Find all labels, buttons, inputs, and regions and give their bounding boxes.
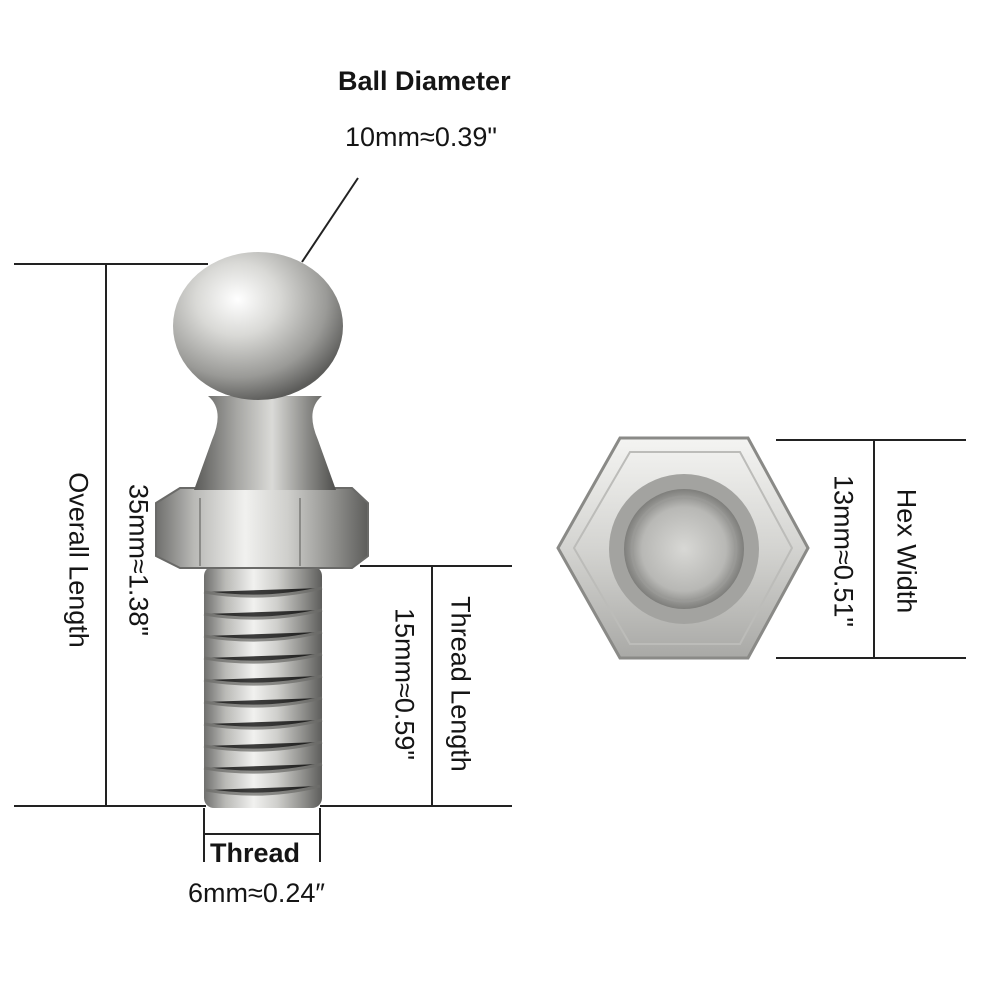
hex-nut: [556, 436, 810, 660]
dimension-lines: [14, 177, 966, 862]
stud-neck: [194, 396, 336, 490]
stud-ball: [173, 252, 343, 400]
thread-diameter-value: 6mm≈0.24″: [188, 878, 325, 908]
ball-diameter-title: Ball Diameter: [338, 66, 511, 96]
ball-stud: [155, 252, 369, 808]
hex-collar: [155, 487, 369, 569]
ball-diameter-leader: [301, 177, 359, 263]
hex-width-value: 13mm≈0.51": [828, 475, 859, 627]
thread-length-title: Thread Length: [445, 596, 476, 772]
ball-diameter-value: 10mm≈0.39": [345, 122, 497, 152]
thread-diameter-title: Thread: [210, 838, 301, 868]
thread-length-value: 15mm≈0.59": [389, 608, 420, 760]
overall-length-value: 35mm≈1.38": [123, 484, 154, 636]
hex-width-title: Hex Width: [891, 488, 922, 614]
overall-length-title: Overall Length: [63, 472, 94, 648]
thread-grooves: [203, 586, 323, 796]
nut-bore: [624, 489, 744, 609]
